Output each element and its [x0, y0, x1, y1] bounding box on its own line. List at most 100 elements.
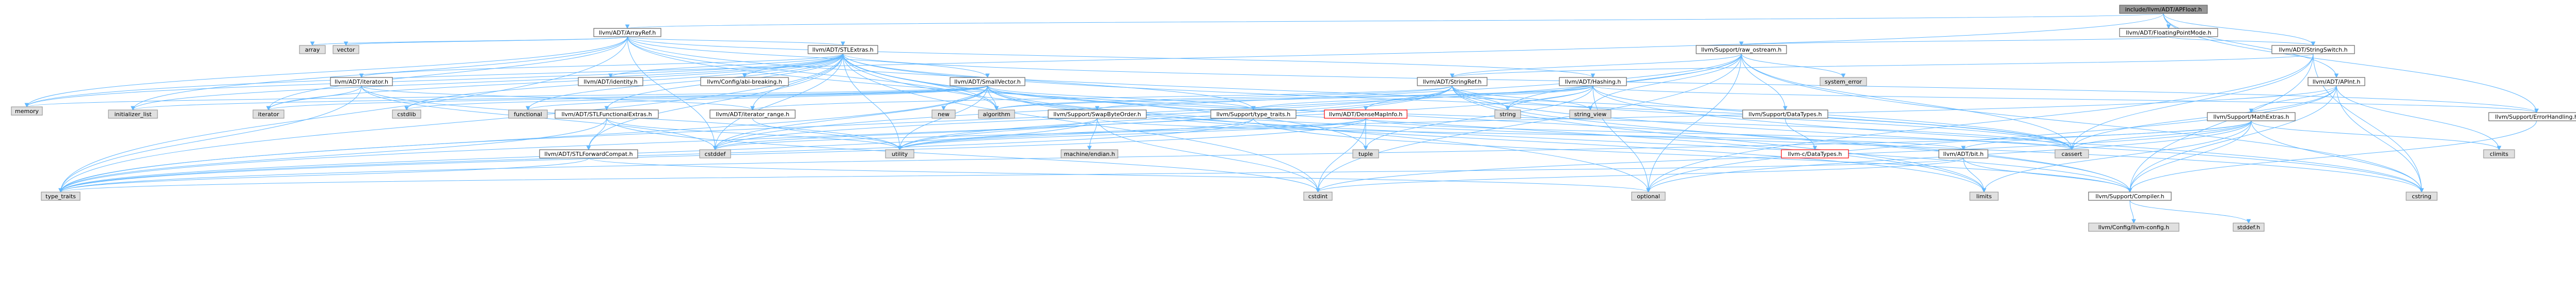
node-stlfunctionalextras[interactable]: llvm/ADT/STLFunctionalExtras.h [555, 109, 659, 119]
edge-root-to-apint [2163, 13, 2337, 78]
node-hashing[interactable]: llvm/ADT/Hashing.h [1559, 77, 1627, 86]
edge-stlextras-to-stlforwardcompat [588, 53, 843, 150]
node-box-errorhandling [2488, 112, 2576, 121]
node-box-machineendian [1061, 149, 1118, 159]
node-stringswitch[interactable]: llvm/ADT/StringSwitch.h [2271, 45, 2355, 54]
edge-swapbyteorder-to-machineendian [1089, 118, 1098, 150]
edge-arrowhead-stringref-to-algorithm [994, 106, 999, 111]
edge-smallvector-to-iteratorh [268, 85, 988, 110]
node-densemapinfo[interactable]: llvm/ADT/DenseMapInfo.h [1324, 109, 1408, 119]
node-identity[interactable]: llvm/ADT/identity.h [578, 77, 643, 86]
node-stlforwardcompat[interactable]: llvm/ADT/STLForwardCompat.h [539, 149, 638, 159]
edge-stlextras-to-initlist [133, 53, 843, 110]
node-memory: memory [11, 106, 43, 116]
edge-stlextras-to-typetraits [60, 53, 843, 193]
node-label-llvmdatatypes: llvm-c/DataTypes.h [1788, 151, 1842, 157]
node-typetraits: type_traits [41, 192, 81, 201]
node-label-string: string [1499, 111, 1516, 118]
node-box-llvmconfig [2088, 223, 2179, 232]
node-label-arrayref: llvm/ADT/ArrayRef.h [599, 29, 656, 36]
node-datatypes[interactable]: llvm/Support/DataTypes.h [1742, 109, 1828, 119]
node-errorhandling[interactable]: llvm/Support/ErrorHandling.h [2488, 112, 2576, 121]
edge-stlextras-to-identity [610, 53, 843, 78]
node-typetraitsllvm[interactable]: llvm/Support/type_traits.h [1210, 109, 1297, 119]
node-floatmode[interactable]: llvm/ADT/FloatingPointMode.h [2119, 28, 2218, 37]
node-box-memory [11, 106, 43, 116]
node-optional: optional [1631, 192, 1666, 201]
node-label-new: new [938, 111, 950, 118]
node-box-floatmode [2119, 28, 2218, 37]
edge-smallvector-to-cassert [987, 85, 2072, 150]
edge-arrowhead-mathextras-to-climits [2496, 146, 2502, 151]
edge-arrayref-to-hashing [627, 36, 1593, 78]
edge-hashing-to-algorithm [996, 85, 1593, 110]
edge-arrayref-to-smallvector [627, 36, 988, 78]
node-box-initlist [108, 109, 158, 119]
node-label-cstddef: cstddef [705, 151, 726, 157]
edge-stringswitch-to-cassert [2072, 53, 2314, 150]
node-label-array: array [305, 46, 320, 53]
node-box-limits [1969, 192, 1999, 201]
node-machineendian: machine/endian.h [1061, 149, 1118, 159]
node-stlextras[interactable]: llvm/ADT/STLExtras.h [808, 45, 878, 54]
node-mathextras[interactable]: llvm/Support/MathExtras.h [2207, 112, 2296, 121]
edge-mathextras-to-cassert [2072, 120, 2252, 150]
node-stringref[interactable]: llvm/ADT/StringRef.h [1417, 77, 1488, 86]
edge-stlextras-to-memory [26, 53, 843, 107]
node-arrayref[interactable]: llvm/ADT/ArrayRef.h [593, 28, 661, 37]
node-label-bit: llvm/ADT/bit.h [1943, 151, 1983, 157]
edge-arrowhead-floatmode-to-stringswitch [2311, 41, 2316, 46]
node-root[interactable]: include/llvm/ADT/APFloat.h [2119, 5, 2208, 14]
edge-root-to-arrayref [627, 13, 2164, 29]
edge-arrayref-to-initlist [133, 36, 628, 110]
node-abibreaking[interactable]: llvm/Config/abi-breaking.h [700, 77, 789, 86]
edge-arrowhead-datatypes-to-llvmdatatypes [1812, 146, 1818, 151]
edge-arrowhead-root-to-arrayref [625, 24, 630, 29]
edge-arrowhead-stringref-to-stringview [1588, 106, 1593, 111]
node-iteratorrange[interactable]: llvm/ADT/iterator_range.h [709, 109, 796, 119]
node-compiler[interactable]: llvm/Support/Compiler.h [2088, 192, 2172, 201]
node-utility: utility [885, 149, 914, 159]
edge-mathextras-to-typetraits [60, 120, 2252, 193]
edge-arrayref-to-cassert [627, 36, 2072, 150]
node-array: array [299, 45, 326, 54]
edge-arrowhead-arrayref-to-vector [343, 41, 349, 46]
edge-floatmode-to-rawostream [1741, 36, 2169, 46]
edge-stlextras-to-errorhandling [843, 53, 2537, 113]
node-apint[interactable]: llvm/ADT/APInt.h [2308, 77, 2365, 86]
node-label-systemerror: system_error [1825, 78, 1862, 85]
edge-arrowhead-apint-to-mathextras [2249, 108, 2254, 114]
node-box-cstdint [1303, 192, 1333, 201]
edge-arrowhead-stlextras-to-iterator [359, 73, 364, 78]
edge-arrowhead-stringref-to-string [1505, 106, 1510, 111]
node-box-hashing [1559, 77, 1627, 86]
edge-mathextras-to-limits [1984, 120, 2252, 193]
edge-smallvector-to-cstddef [715, 85, 988, 150]
edge-arrowhead-root-to-apint [2334, 73, 2339, 78]
edge-arrowhead-swapbyteorder-to-cstddef [713, 146, 718, 151]
node-box-systemerror [1820, 77, 1867, 86]
node-label-identity: llvm/ADT/identity.h [583, 78, 637, 85]
node-label-climits: climits [2490, 151, 2508, 157]
node-label-functional: functional [514, 111, 542, 118]
node-iterator[interactable]: llvm/ADT/iterator.h [330, 77, 393, 86]
node-cassert: cassert [2055, 149, 2089, 159]
node-box-root [2119, 5, 2208, 14]
node-llvmdatatypes[interactable]: llvm-c/DataTypes.h [1781, 149, 1849, 159]
node-box-array [299, 45, 326, 54]
edge-arrowhead-smallvector-to-cstdlib [404, 106, 409, 111]
node-box-cstdlib [392, 109, 421, 119]
edge-typetraitsllvm-to-typetraits [60, 118, 1254, 193]
node-swapbyteorder[interactable]: llvm/Support/SwapByteOrder.h [1048, 109, 1147, 119]
node-box-stringview [1569, 109, 1611, 119]
node-box-cstddef [699, 149, 731, 159]
edge-arrowhead-mathextras-to-typetraits [58, 188, 63, 193]
node-bit[interactable]: llvm/ADT/bit.h [1938, 149, 1988, 159]
node-label-datatypes: llvm/Support/DataTypes.h [1749, 111, 1822, 118]
edge-arrowhead-smallvector-to-initlist [131, 106, 135, 111]
node-label-hashing: llvm/ADT/Hashing.h [1565, 78, 1621, 85]
node-rawostream[interactable]: llvm/Support/raw_ostream.h [1696, 45, 1787, 54]
edge-arrowhead-mathextras-to-cstring [2419, 188, 2424, 193]
edge-apint-to-compiler [2129, 85, 2337, 193]
node-smallvector[interactable]: llvm/ADT/SmallVector.h [950, 77, 1025, 86]
